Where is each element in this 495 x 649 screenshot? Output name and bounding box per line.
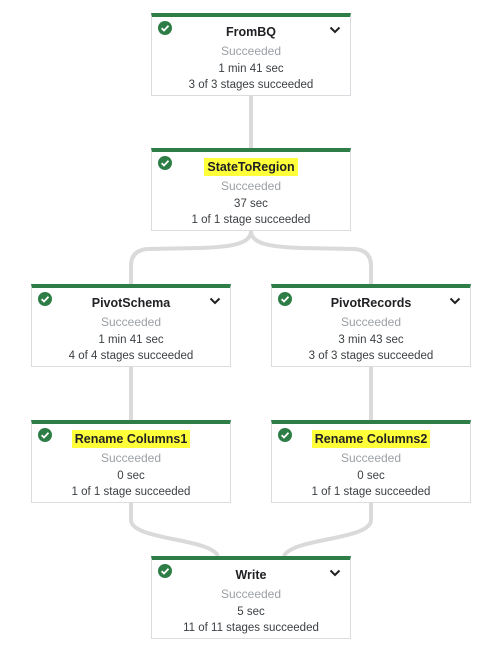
node-title: StateToRegion <box>152 158 350 176</box>
node-duration: 1 min 41 sec <box>218 63 284 75</box>
node-status: Succeeded <box>100 451 162 465</box>
node-pivotschema[interactable]: PivotSchema Succeeded 1 min 41 sec 4 of … <box>31 284 231 367</box>
node-title: Rename Columns1 <box>32 430 230 448</box>
node-status: Succeeded <box>220 179 282 193</box>
edge-renamecolumns2-write <box>282 503 373 558</box>
node-title: PivotSchema <box>32 296 230 310</box>
chevron-down-icon[interactable] <box>209 297 221 305</box>
node-stages: 3 of 3 stages succeeded <box>188 79 314 91</box>
node-stages: 1 of 1 stage succeeded <box>191 214 311 226</box>
node-frombq[interactable]: FromBQ Succeeded 1 min 41 sec 3 of 3 sta… <box>151 13 351 96</box>
node-duration: 0 sec <box>357 470 385 482</box>
node-title-text: StateToRegion <box>204 158 298 176</box>
node-title-text: Rename Columns1 <box>71 430 191 448</box>
node-duration: 1 min 41 sec <box>98 334 164 346</box>
node-title: PivotRecords <box>272 296 470 310</box>
check-circle-icon <box>38 428 52 442</box>
chevron-down-icon[interactable] <box>329 26 341 34</box>
node-stages: 1 of 1 stage succeeded <box>71 486 191 498</box>
node-title: Rename Columns2 <box>272 430 470 448</box>
node-title-text: PivotRecords <box>330 296 412 310</box>
chevron-down-icon[interactable] <box>329 569 341 577</box>
node-title: FromBQ <box>152 25 350 39</box>
check-circle-icon <box>278 428 292 442</box>
node-status: Succeeded <box>340 451 402 465</box>
node-status: Succeeded <box>100 315 162 329</box>
node-stages: 4 of 4 stages succeeded <box>68 350 194 362</box>
check-circle-icon <box>278 292 292 306</box>
node-status: Succeeded <box>220 44 282 58</box>
node-statetoregion[interactable]: StateToRegion Succeeded 37 sec 1 of 1 st… <box>151 148 351 231</box>
node-status: Succeeded <box>340 315 402 329</box>
node-renamecolumns2[interactable]: Rename Columns2 Succeeded 0 sec 1 of 1 s… <box>271 420 471 503</box>
check-circle-icon <box>158 156 172 170</box>
node-title: Write <box>152 568 350 582</box>
node-duration: 37 sec <box>234 198 268 210</box>
node-stages: 3 of 3 stages succeeded <box>308 350 434 362</box>
node-renamecolumns1[interactable]: Rename Columns1 Succeeded 0 sec 1 of 1 s… <box>31 420 231 503</box>
edge-statetoregion-pivotrecords <box>249 230 373 284</box>
node-duration: 3 min 43 sec <box>338 334 404 346</box>
node-title-text: PivotSchema <box>91 296 171 310</box>
chevron-down-icon[interactable] <box>449 297 461 305</box>
node-duration: 5 sec <box>237 606 265 618</box>
check-circle-icon <box>38 292 52 306</box>
node-duration: 0 sec <box>117 470 145 482</box>
node-title-text: Write <box>235 568 267 582</box>
check-circle-icon <box>158 21 172 35</box>
check-circle-icon <box>158 564 172 578</box>
node-stages: 11 of 11 stages succeeded <box>183 622 319 634</box>
node-pivotrecords[interactable]: PivotRecords Succeeded 3 min 43 sec 3 of… <box>271 284 471 367</box>
node-title-text: Rename Columns2 <box>311 430 431 448</box>
edge-renamecolumns1-write <box>129 503 220 558</box>
node-title-text: FromBQ <box>226 25 276 39</box>
node-status: Succeeded <box>220 587 282 601</box>
node-write[interactable]: Write Succeeded 5 sec 11 of 11 stages su… <box>151 556 351 639</box>
node-stages: 1 of 1 stage succeeded <box>311 486 431 498</box>
edge-statetoregion-pivotschema <box>129 230 253 284</box>
